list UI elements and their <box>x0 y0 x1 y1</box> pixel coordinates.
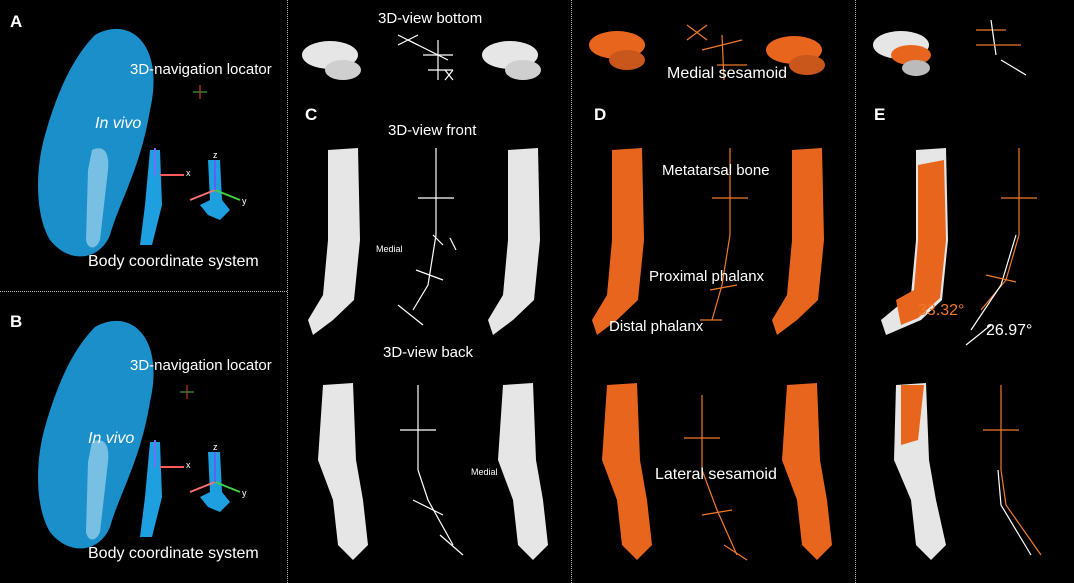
medial-back: Medial <box>471 467 498 477</box>
bone-model <box>140 442 162 537</box>
bcs-label-a: Body coordinate system <box>88 253 259 270</box>
axis-z-b: z <box>213 442 218 452</box>
distal-phalanx-label: Distal phalanx <box>609 318 704 335</box>
invivo-label-a: In vivo <box>95 115 142 132</box>
toe-bone <box>86 440 109 540</box>
title-bottom-view: 3D-view bottom <box>378 10 483 27</box>
panel-c-figure <box>302 34 548 560</box>
bone-model <box>140 150 162 245</box>
panel-e-figure <box>873 19 1042 560</box>
front-bone-right <box>772 148 824 335</box>
axis-y-a: y <box>242 196 247 206</box>
angle-white: 26.97° <box>986 322 1033 339</box>
panel-e: E 33.32° 26.97° <box>856 0 1074 583</box>
back-bone-overlay <box>901 385 924 445</box>
panel-label-c: C <box>305 105 318 124</box>
front-bone-left <box>592 148 644 335</box>
panel-label-d: D <box>594 105 607 124</box>
front-bone-right <box>488 148 540 335</box>
panel-d-figure <box>589 24 832 561</box>
back-bone-left <box>318 383 368 560</box>
divider-c-d <box>571 0 572 583</box>
locator-label-b: 3D-navigation locator <box>130 357 272 374</box>
divider-a-b <box>0 291 287 292</box>
panel-label-e: E <box>874 105 886 124</box>
axis-x-a: x <box>186 168 191 178</box>
divider-ab-c <box>287 0 288 583</box>
panel-b-figure <box>38 320 241 549</box>
front-bone-left <box>308 148 360 335</box>
axis-x-b: x <box>186 460 191 470</box>
proximal-phalanx-label: Proximal phalanx <box>649 268 765 285</box>
back-bone-right <box>782 383 832 560</box>
locator-label-a: 3D-navigation locator <box>130 61 272 78</box>
panel-a-figure <box>38 28 241 257</box>
panel-b: B 3D-navigation locator In vivo Body coo… <box>0 292 287 583</box>
bcs-label-b: Body coordinate system <box>88 545 259 562</box>
invivo-label-b: In vivo <box>88 430 135 447</box>
toe-bone <box>86 148 109 248</box>
back-bone-right <box>498 383 548 560</box>
axis-z-a: z <box>213 150 218 160</box>
medial-sesamoid-label: Medial sesamoid <box>667 65 788 82</box>
panel-c: 3D-view bottom C 3D-view front Medial 3D… <box>288 0 571 583</box>
foot-shape <box>38 320 154 549</box>
panel-label-a: A <box>10 12 23 31</box>
angle-orange: 33.32° <box>918 302 965 319</box>
title-back-view: 3D-view back <box>383 344 474 361</box>
front-bone-overlay <box>896 160 946 325</box>
title-front-view: 3D-view front <box>388 122 477 139</box>
axis-y-b: y <box>242 488 247 498</box>
panel-d: Medial sesamoid D Metatarsal bone Proxim… <box>572 0 855 583</box>
back-bone-left <box>602 383 652 560</box>
divider-d-e <box>855 0 856 583</box>
medial-front: Medial <box>376 244 403 254</box>
foot-shape <box>38 28 154 257</box>
panel-label-b: B <box>10 312 23 331</box>
panel-a: A 3D-navigation locator In vivo Body coo… <box>0 0 287 291</box>
metatarsal-label: Metatarsal bone <box>662 162 770 179</box>
lateral-sesamoid-label: Lateral sesamoid <box>655 466 777 483</box>
